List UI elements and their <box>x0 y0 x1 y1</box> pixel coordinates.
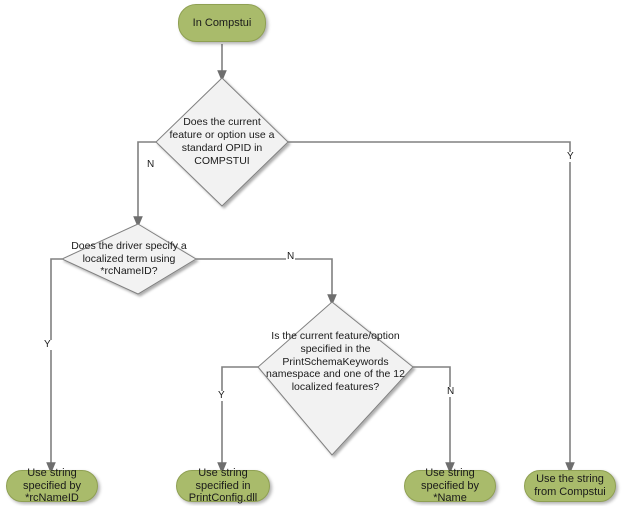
decision-printschema-shape <box>257 301 414 456</box>
edge-printschema-no <box>413 366 455 474</box>
decision-rcnameid-shape <box>60 223 197 295</box>
edge-label-rcnameid-no: N <box>286 251 296 262</box>
edge-label-rcnameid-yes: Y <box>43 339 52 350</box>
node-start-in-compstui[interactable]: In Compstui <box>178 4 266 42</box>
edge-label-printschema-no: N <box>446 386 456 397</box>
node-end-use-string-compstui[interactable]: Use the string from Compstui <box>524 470 616 502</box>
decision-opid-shape <box>155 77 289 207</box>
node-end-use-string-name[interactable]: Use string specified by *Name <box>404 467 496 504</box>
edge-label-printschema-yes: Y <box>217 390 226 401</box>
edge-printschema-yes <box>217 366 258 474</box>
edge-opid-no <box>133 141 156 228</box>
edge-rcnameid-no <box>196 258 337 306</box>
node-end-use-string-rcnameid[interactable]: Use string specified by *rcNameID <box>6 467 98 504</box>
edge-opid-yes <box>288 141 575 474</box>
edge-label-opid-no: N <box>146 159 156 170</box>
edge-label-opid-yes: Y <box>566 151 575 162</box>
node-end-use-string-printconfig[interactable]: Use string specified in PrintConfig.dll <box>176 467 270 504</box>
edge-rcnameid-yes <box>46 258 62 474</box>
